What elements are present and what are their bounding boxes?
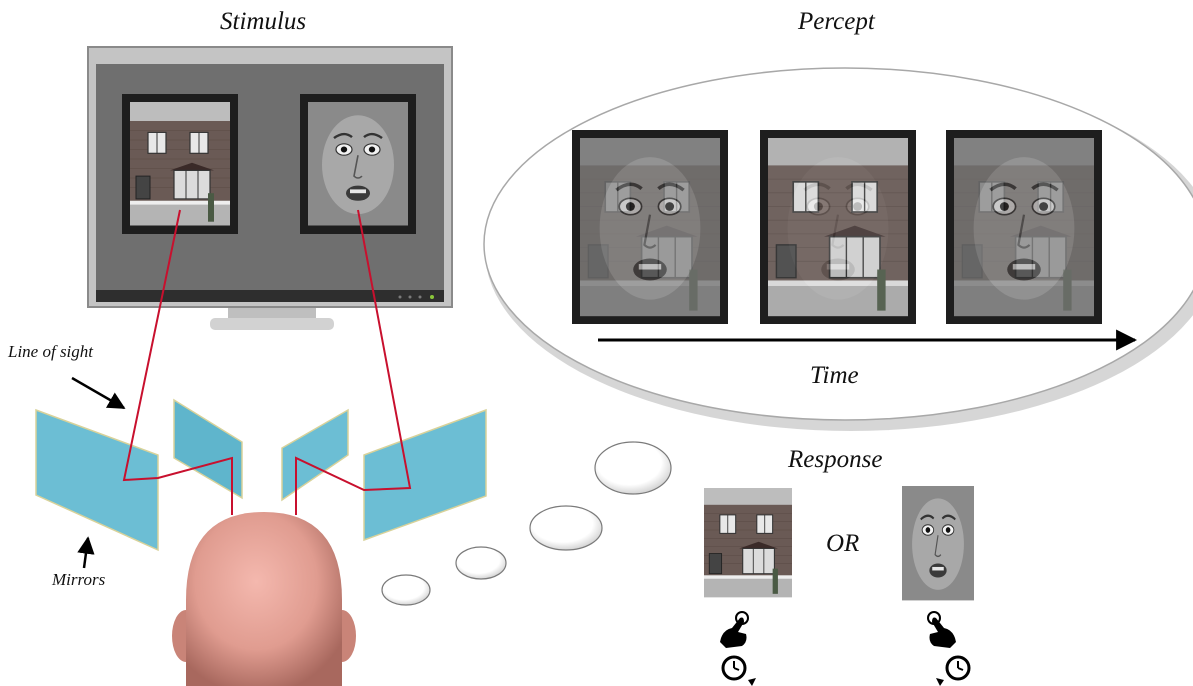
- press-button-icon: [927, 611, 956, 648]
- response-label: Response: [788, 446, 883, 473]
- timer-icon: [721, 655, 756, 686]
- thought-bubbles: [381, 441, 672, 606]
- line-of-sight-label: Line of sight: [8, 342, 94, 361]
- percept-frame-2: [760, 130, 916, 324]
- head: [172, 512, 356, 686]
- or-label: OR: [826, 530, 860, 557]
- mirrors-arrow: [77, 536, 95, 569]
- timer-icon: [936, 655, 971, 686]
- mirrors-label: Mirrors: [52, 570, 106, 589]
- percept-frame-3: [946, 130, 1102, 324]
- mirrors: [35, 398, 487, 552]
- response-face-image: [900, 484, 976, 602]
- stimulus-label: Stimulus: [220, 8, 307, 35]
- time-label: Time: [810, 362, 859, 389]
- line-of-sight-arrow: [71, 376, 126, 410]
- press-button-icon: [720, 611, 749, 648]
- percept-frame-1: [572, 130, 728, 324]
- lines-of-sight: [122, 209, 412, 515]
- response-house-image: [703, 487, 793, 598]
- percept-label: Percept: [798, 8, 875, 35]
